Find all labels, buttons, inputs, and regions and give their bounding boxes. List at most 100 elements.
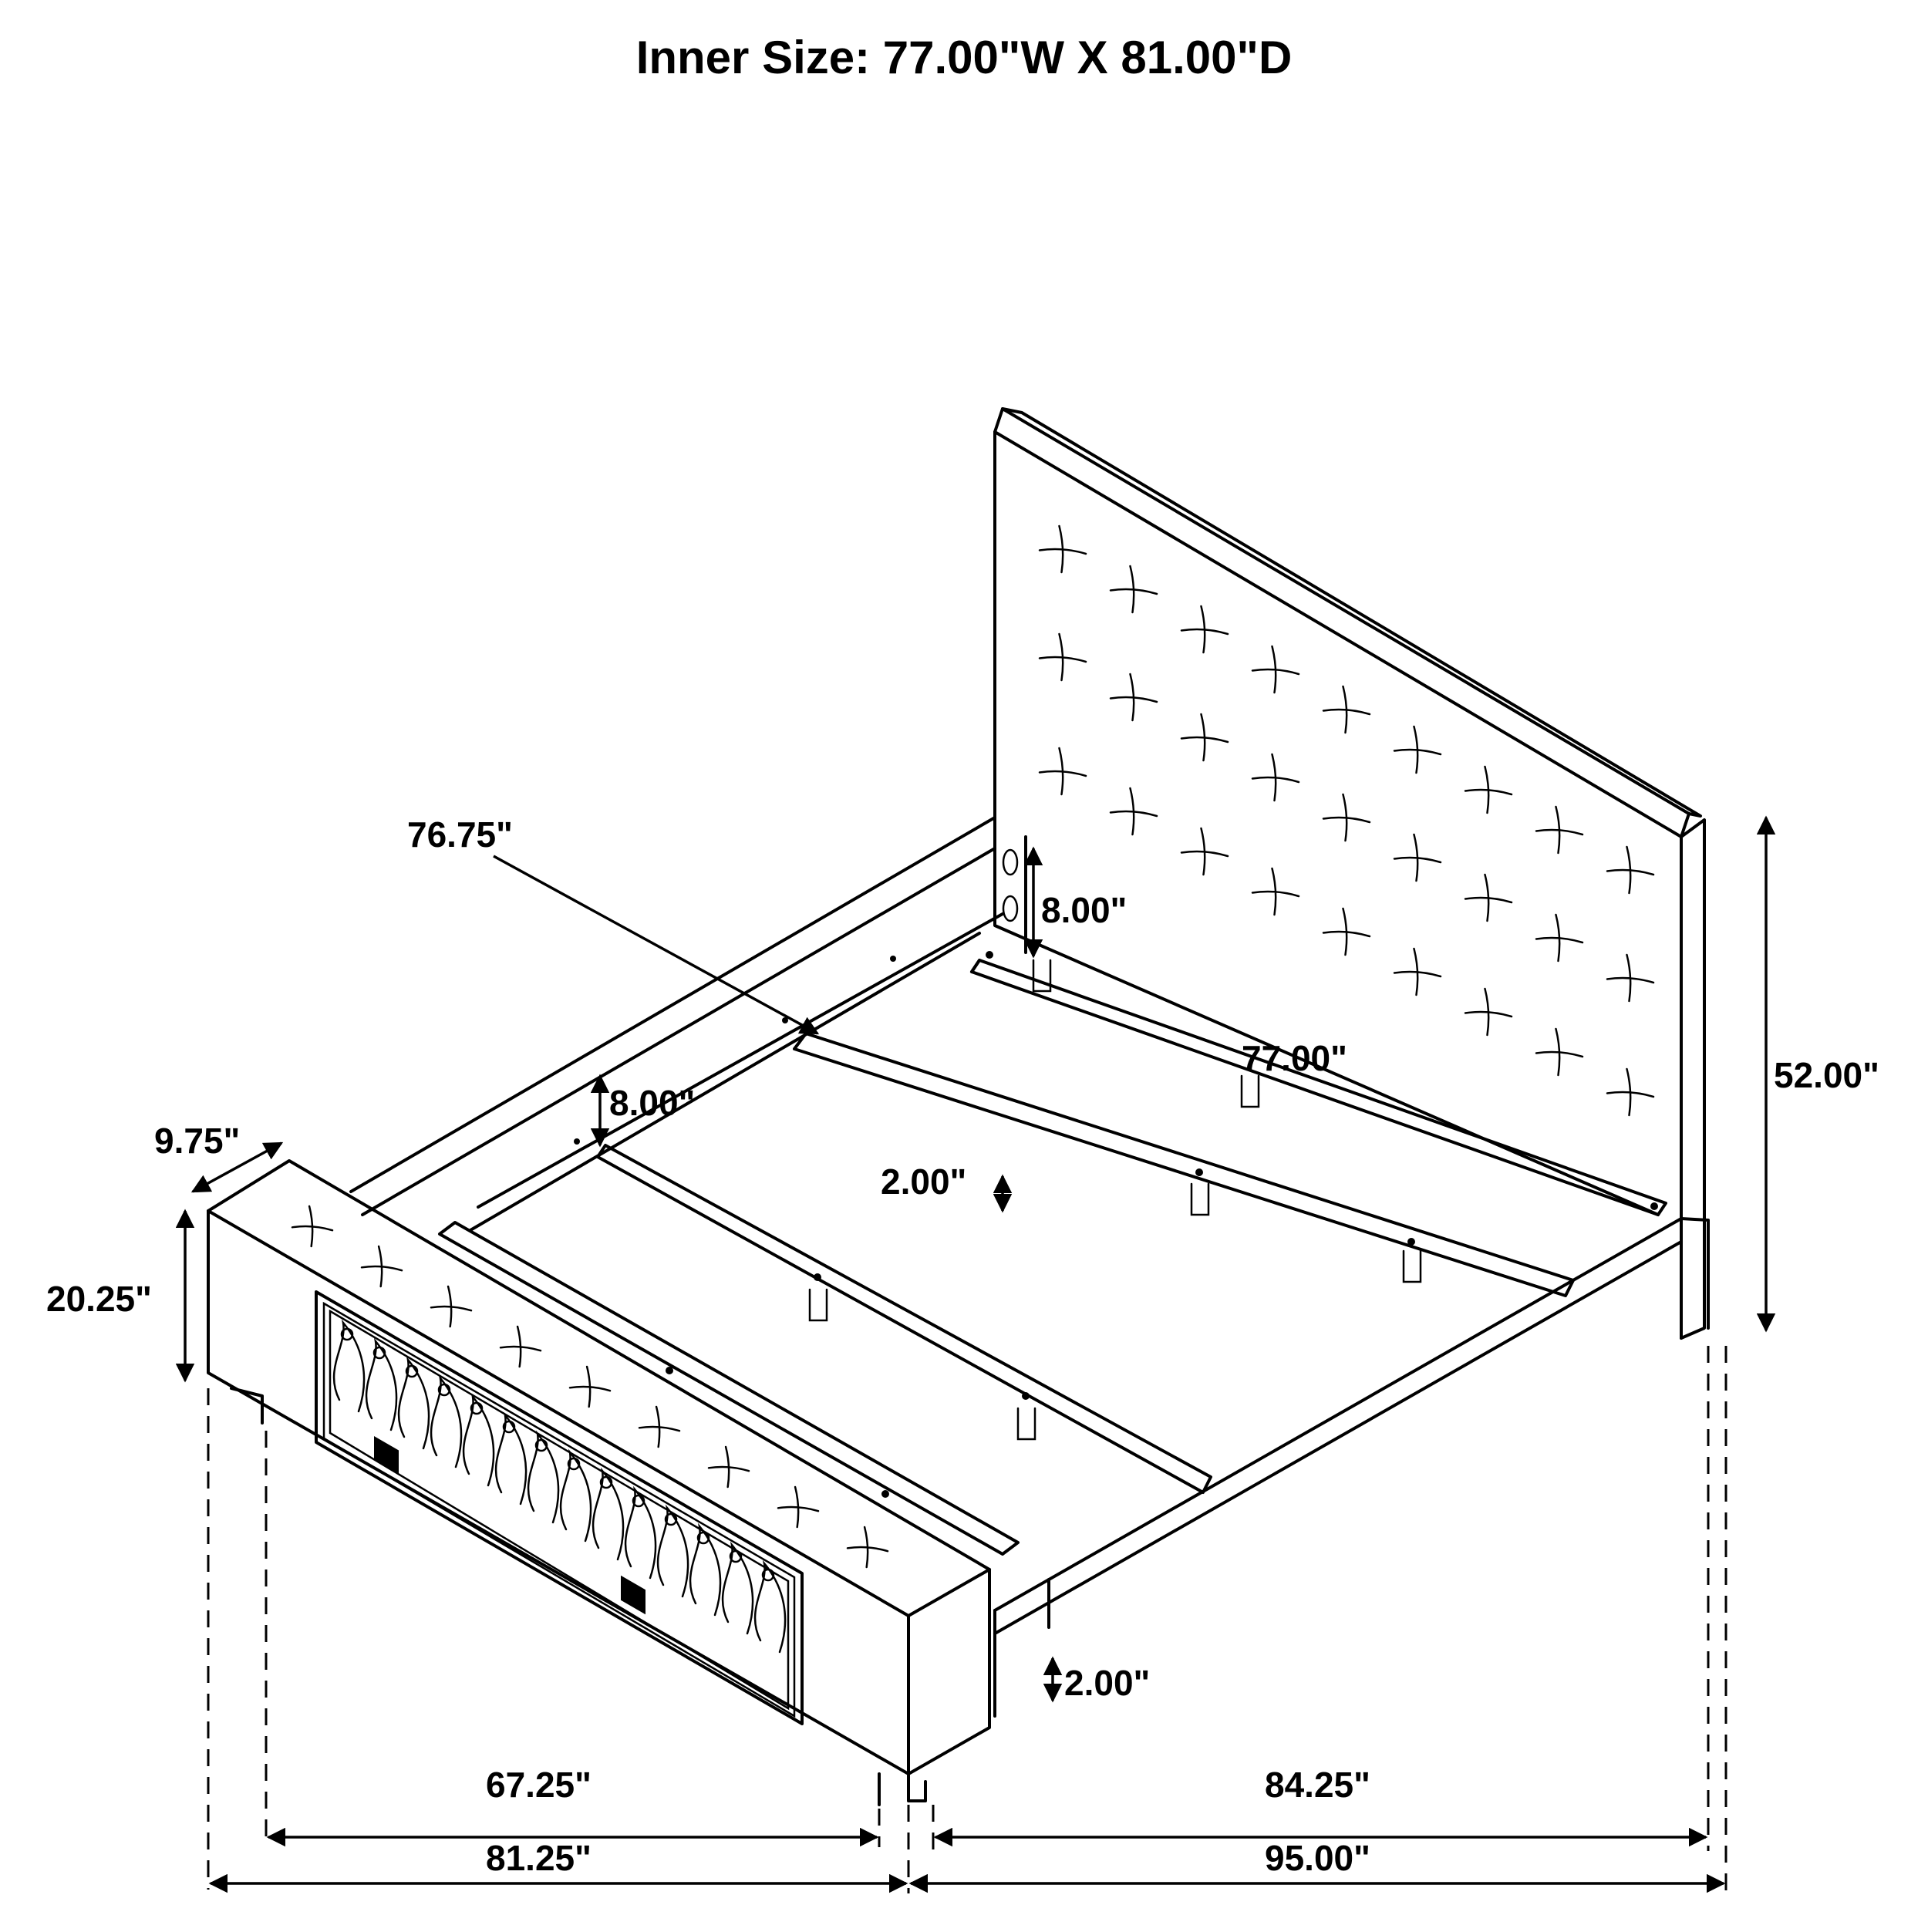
fireplace-flame-icon: [656, 1504, 689, 1598]
fireplace-flames: [332, 1319, 787, 1654]
dim-arrow-76-75: [493, 855, 820, 1035]
label-footboard-height: 20.25": [46, 1279, 152, 1319]
label-inner-length: 84.25": [1265, 1765, 1370, 1805]
x-tuft-icon: [1038, 632, 1087, 682]
flame-ember-icon: [632, 1494, 645, 1508]
slat-center: [596, 1144, 1212, 1494]
x-tuft-icon: [291, 1205, 334, 1248]
x-tuft-icon: [846, 1526, 889, 1569]
x-tuft-icon: [1606, 1067, 1655, 1117]
fireplace-flame-icon: [462, 1393, 495, 1487]
fireplace-flame-icon: [332, 1319, 366, 1413]
label-rail-length: 76.75": [407, 814, 513, 855]
fireplace-flame-icon: [624, 1485, 657, 1580]
flame-ember-icon: [761, 1568, 775, 1582]
footboard: [207, 1159, 991, 1806]
slat-front: [438, 1221, 1020, 1556]
label-clearance: 2.00": [1064, 1663, 1150, 1703]
x-tuft-icon: [1109, 787, 1158, 836]
fireplace-flame-icon: [559, 1448, 592, 1543]
x-tuft-icon: [1535, 913, 1584, 963]
fireplace-flame-icon: [365, 1337, 398, 1431]
label-outer-length: 95.00": [1265, 1838, 1370, 1878]
x-tuft-icon: [1464, 873, 1513, 922]
flame-ember-icon: [729, 1549, 743, 1563]
fireplace-flame-icon: [592, 1467, 625, 1561]
dim-arrow-9-75: [190, 1141, 284, 1193]
x-tuft-icon: [1109, 565, 1158, 614]
label-side-rail-height: 8.00": [609, 1083, 695, 1123]
left-side-rail: [349, 816, 1004, 1232]
fireplace-flame-icon: [689, 1522, 722, 1617]
x-tuft-icon: [1180, 713, 1229, 762]
flame-ember-icon: [437, 1383, 451, 1397]
support-leg: [1240, 1074, 1260, 1108]
flame-ember-icon: [567, 1457, 581, 1471]
x-tuft-icon: [499, 1325, 542, 1368]
flame-ember-icon: [534, 1438, 548, 1452]
x-tuft-icon: [777, 1485, 820, 1529]
fireplace-flame-icon: [494, 1411, 528, 1505]
headboard-tufts: [1038, 524, 1655, 1117]
flame-ember-icon: [696, 1531, 710, 1545]
support-leg: [1190, 1182, 1210, 1216]
x-tuft-icon: [1038, 747, 1087, 796]
label-outer-width: 81.25": [486, 1838, 592, 1878]
flame-ember-icon: [372, 1346, 386, 1360]
flame-ember-icon: [502, 1420, 516, 1434]
support-leg: [1402, 1249, 1422, 1283]
x-tuft-icon: [1038, 524, 1087, 574]
x-tuft-icon: [1322, 907, 1371, 956]
fireplace-insert: [315, 1290, 804, 1725]
x-tuft-icon: [1393, 947, 1442, 996]
x-tuft-icon: [430, 1285, 473, 1328]
bolt-hole-upper: [1002, 848, 1019, 876]
flame-ember-icon: [599, 1475, 613, 1489]
x-tuft-icon: [1180, 827, 1229, 876]
flame-ember-icon: [470, 1401, 484, 1415]
dimension-arrows: [175, 815, 1776, 1893]
x-tuft-icon: [1251, 867, 1300, 916]
label-headboard-height: 52.00": [1774, 1055, 1879, 1095]
x-tuft-icon: [1464, 987, 1513, 1037]
flame-ember-icon: [664, 1512, 678, 1526]
inner-size-title: Inner Size: 77.00"W X 81.00"D: [635, 32, 1293, 83]
x-tuft-icon: [638, 1405, 681, 1448]
support-leg: [808, 1288, 828, 1322]
fireplace-flame-icon: [527, 1430, 560, 1524]
label-headboard-rail-height: 8.00": [1041, 890, 1127, 930]
headboard: [993, 407, 1706, 1340]
fireplace-flame-icon: [430, 1374, 463, 1468]
label-footboard-depth: 9.75": [154, 1121, 240, 1161]
footboard-tufts: [291, 1205, 889, 1569]
support-leg: [1016, 1407, 1036, 1441]
x-tuft-icon: [1251, 645, 1300, 694]
x-tuft-icon: [1109, 673, 1158, 722]
slat-back: [970, 951, 1667, 1216]
x-tuft-icon: [707, 1445, 750, 1489]
x-tuft-icon: [1606, 953, 1655, 1003]
x-tuft-icon: [1535, 1027, 1584, 1077]
x-tuft-icon: [1180, 605, 1229, 654]
extension-lines: [207, 1346, 1727, 1893]
support-leg: [1032, 959, 1052, 993]
x-tuft-icon: [1464, 765, 1513, 814]
flame-ember-icon: [405, 1364, 419, 1378]
x-tuft-icon: [568, 1365, 612, 1408]
right-side-rail: [993, 1217, 1710, 1718]
x-tuft-icon: [1251, 753, 1300, 802]
x-tuft-icon: [1393, 833, 1442, 882]
fireplace-flame-icon: [721, 1541, 754, 1635]
flame-ember-icon: [340, 1327, 354, 1341]
bolt-hole-lower: [1002, 895, 1019, 922]
label-support-leg-height: 2.00": [881, 1162, 966, 1202]
x-tuft-icon: [360, 1245, 403, 1288]
x-tuft-icon: [1535, 805, 1584, 855]
center-support-legs: [808, 959, 1422, 1441]
slat-middle: [793, 1032, 1575, 1297]
label-inner-width: 67.25": [486, 1765, 592, 1805]
fireplace-flame-icon: [397, 1356, 430, 1450]
label-slat-width: 77.00": [1242, 1038, 1347, 1078]
